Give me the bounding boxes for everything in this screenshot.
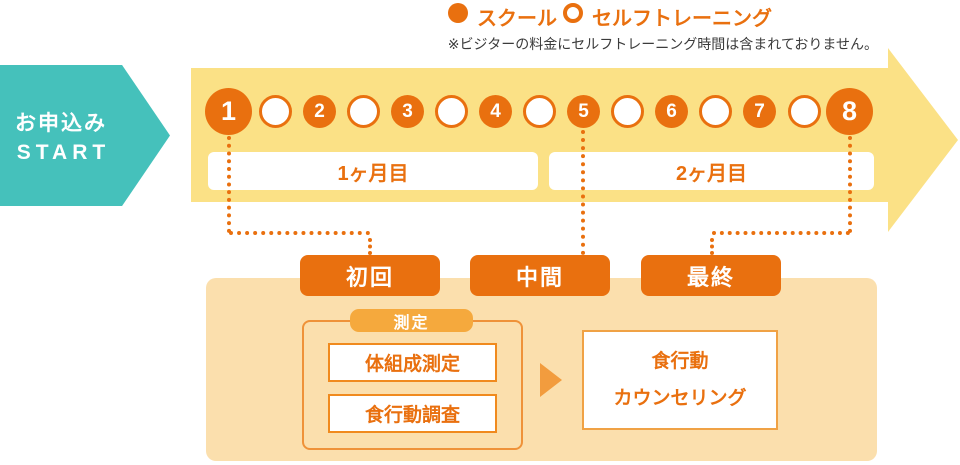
- application-label: お申込み: [15, 111, 107, 135]
- self-training-circle: [611, 95, 644, 128]
- month-1-bar: 1ヶ月目: [208, 152, 538, 190]
- eating-behavior-survey-box: 食行動調査: [328, 394, 497, 433]
- self-training-circle: [347, 95, 380, 128]
- connector-first-vertical: [227, 136, 231, 233]
- school-legend-dot-icon: [448, 3, 468, 23]
- connector-first-drop: [368, 238, 372, 255]
- school-session-circle-6: 6: [655, 95, 688, 128]
- self-training-circle: [435, 95, 468, 128]
- milestone-first-badge: 初回: [300, 255, 440, 296]
- counseling-line2: カウンセリング: [613, 388, 747, 409]
- milestone-final-badge: 最終: [641, 255, 781, 296]
- self-training-circle: [788, 95, 821, 128]
- school-session-circle-5: 5: [567, 95, 600, 128]
- school-session-circle-2: 2: [303, 95, 336, 128]
- application-start-flag-text: お申込み START: [0, 107, 122, 165]
- school-session-circle-7: 7: [743, 95, 776, 128]
- school-session-circle-3: 3: [391, 95, 424, 128]
- visitor-note: ※ビジターの料金にセルフトレーニング時間は含まれておりません。: [447, 36, 878, 52]
- school-legend-label: スクール: [477, 8, 557, 30]
- start-label: START: [16, 140, 111, 164]
- self-training-legend-dot-icon: [563, 3, 583, 23]
- counseling-line1: 食行動: [651, 351, 709, 372]
- connector-final-horizontal: [712, 231, 850, 235]
- self-training-circle: [523, 95, 556, 128]
- right-arrow-icon: [540, 363, 562, 397]
- eating-behavior-counseling-box: 食行動 カウンセリング: [582, 330, 778, 430]
- self-training-legend-label: セルフトレーニング: [592, 8, 772, 30]
- measurement-badge: 測定: [350, 309, 473, 332]
- school-session-circle-8: 8: [826, 88, 873, 135]
- school-session-circle-4: 4: [479, 95, 512, 128]
- self-training-circle: [259, 95, 292, 128]
- connector-final-vertical: [848, 136, 852, 233]
- connector-first-horizontal: [229, 231, 370, 235]
- connector-middle-vertical: [581, 130, 585, 255]
- application-start-flag: お申込み START: [0, 65, 170, 206]
- body-composition-box: 体組成測定: [328, 343, 497, 382]
- month-2-bar: 2ヶ月目: [549, 152, 874, 190]
- self-training-circle: [699, 95, 732, 128]
- connector-final-drop: [710, 238, 714, 255]
- milestone-middle-badge: 中間: [470, 255, 610, 296]
- school-session-circle-1: 1: [205, 88, 252, 135]
- timeline-arrowhead: [888, 48, 958, 232]
